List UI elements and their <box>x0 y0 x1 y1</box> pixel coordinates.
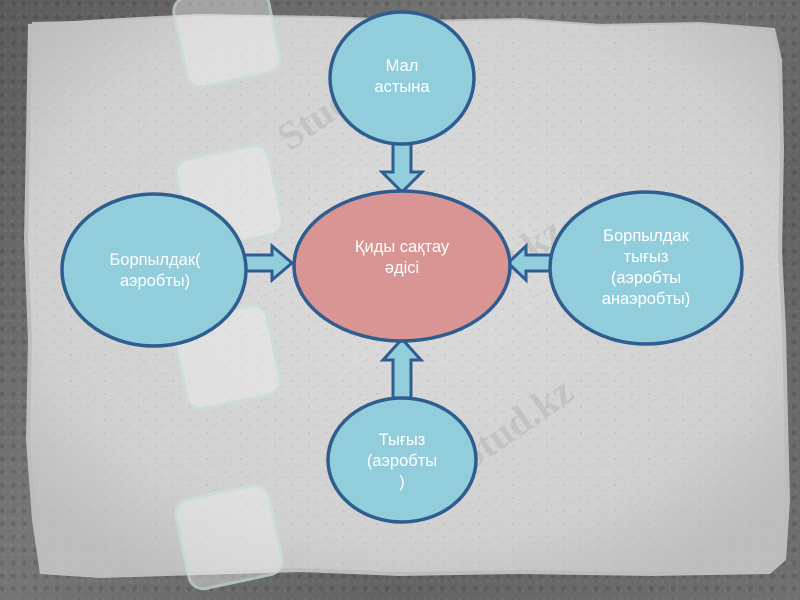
node-left-shape <box>60 192 248 348</box>
node-right-shape <box>548 190 744 346</box>
arrow-bottom-up <box>379 336 425 404</box>
node-left-label: Борпылдак( аэробты) <box>109 251 201 290</box>
arrow-top-down <box>378 138 426 195</box>
node-bottom-label: Тығыз (аэробты ) <box>366 430 438 491</box>
arrow-right-left <box>505 242 554 284</box>
center-node-label: Қиды сақтау әдісі <box>354 238 450 277</box>
node-top-shape <box>328 10 476 146</box>
node-bottom-shape <box>326 396 478 524</box>
arrow-left-right <box>240 242 295 284</box>
center-node-shape <box>292 189 512 343</box>
node-top-label: Мал астына <box>374 57 430 96</box>
node-right-label: Борпылдак тығыз (аэробты анаэробты) <box>601 227 691 308</box>
